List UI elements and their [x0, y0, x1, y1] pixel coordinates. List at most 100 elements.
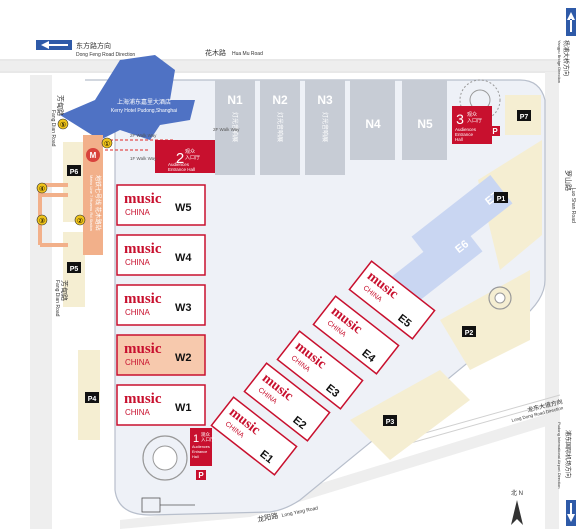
yangpu-direction: 杨浦大桥方向 Yangpu Bridge Direction: [557, 8, 576, 83]
luo-shan-road: [545, 72, 559, 529]
east-halls: E7 E6 music CHINA E5 music CHINA E4 musi…: [210, 175, 513, 476]
hall-w5-label: W5: [175, 202, 192, 214]
hall-n2[interactable]: [260, 80, 300, 175]
parking-labels: P1 P2 P3 P4 P5 P6 P7: [67, 110, 531, 426]
hall-w5-music: music: [124, 191, 162, 207]
svg-text:P: P: [492, 127, 498, 136]
roundabout-east: [488, 286, 512, 310]
entrance-hall-1[interactable]: 1 观众 入口厅 Audiences Entrance Hall: [190, 428, 215, 466]
dongfang-direction: 东方路方向 Dong Feng Road Direction: [36, 40, 135, 58]
hall-n3-label: N3: [317, 93, 333, 107]
road-west-en-top: Fang Dian Road: [50, 110, 56, 147]
hall-n1-sub: 灯光音响展: [231, 112, 239, 142]
hall-w1-china: CHINA: [125, 408, 151, 417]
hall-e3[interactable]: music CHINA E3: [276, 330, 364, 410]
dongfang-cn: 东方路方向: [76, 41, 111, 50]
entrance-1-number: 1: [193, 433, 199, 445]
entrance-hall-2[interactable]: 2 观众 入口厅 Audiences Entrance Hall: [155, 140, 215, 173]
parking-icon-entrance-1: P: [196, 470, 206, 480]
hotel-name-cn: 上海浦东嘉里大酒店: [117, 98, 171, 106]
yangpu-cn: 杨浦大桥方向: [562, 40, 570, 76]
entrance-1-cn2: 入口厅: [201, 437, 215, 443]
parking-p7[interactable]: P7: [520, 114, 529, 121]
entrance-1-cn1: 观众: [201, 432, 210, 438]
parking-p1[interactable]: P1: [497, 196, 506, 203]
long-yang-road: [120, 410, 560, 529]
parking-p4[interactable]: P4: [88, 396, 97, 403]
hall-w4-music: music: [124, 241, 162, 257]
entrance-1-en1: Audiences: [192, 445, 210, 449]
parking-p2[interactable]: P2: [465, 330, 474, 337]
hall-e1[interactable]: music CHINA E1: [210, 396, 298, 476]
hall-w2[interactable]: [116, 334, 206, 376]
hall-w2-music: music: [124, 341, 162, 357]
hall-w5[interactable]: [116, 184, 206, 226]
hall-w4[interactable]: [116, 234, 206, 276]
road-west-en-bottom: Fang Dian Road: [54, 280, 60, 317]
hall-n1[interactable]: [215, 80, 255, 175]
kerry-hotel-building: [60, 55, 195, 140]
exit-2[interactable]: ②: [77, 217, 83, 225]
exit-3[interactable]: ③: [39, 217, 45, 225]
hall-n2-label: N2: [272, 93, 288, 107]
hall-n4[interactable]: [350, 80, 395, 160]
hall-w3-label: W3: [175, 302, 192, 314]
metro-label-en: Metro Line 7 Huamu Rd Station: [89, 175, 94, 231]
hall-n3[interactable]: [305, 80, 345, 175]
hall-e5[interactable]: music CHINA E5: [348, 260, 436, 340]
entrance-2-en1: Audiences: [168, 162, 190, 167]
road-east-cn: 罗山路: [564, 170, 573, 191]
svg-text:P: P: [198, 471, 204, 480]
entrance-3-en1: Audiences: [455, 127, 477, 132]
parking-p6[interactable]: P6: [70, 169, 79, 176]
parking-p5[interactable]: P5: [70, 266, 79, 273]
entrance-3-en2: Entrance: [455, 132, 474, 137]
metro-station-strip: [83, 135, 103, 255]
exit-markers: ① ② ③ ④ ⑤: [36, 118, 113, 226]
yangpu-en: Yangpu Bridge Direction: [557, 40, 562, 83]
hall-w4-label: W4: [175, 252, 192, 264]
hall-w3-china: CHINA: [125, 308, 151, 317]
west-halls: music CHINA W5 music CHINA W4 music CHIN…: [116, 184, 206, 426]
hall-n1-label: N1: [227, 93, 243, 107]
hall-w3[interactable]: [116, 284, 206, 326]
exit-1[interactable]: ①: [104, 140, 110, 148]
hall-w1[interactable]: [116, 384, 206, 426]
hall-n5[interactable]: [402, 80, 447, 160]
roundabout-south-center: [152, 445, 178, 471]
road-east-en: Luo Shan Road: [570, 188, 576, 223]
entrance-2-cn1: 观众: [185, 149, 195, 155]
parking-zone-p6: [63, 142, 85, 222]
parking-p3[interactable]: P3: [386, 419, 395, 426]
hall-e4[interactable]: music CHINA E4: [312, 295, 400, 375]
hall-n2-sub: 灯光音响展: [276, 112, 284, 142]
hall-n4-label: N4: [365, 117, 381, 131]
entrance-1-en2: Entrance: [192, 450, 207, 454]
entrance-3-cn2: 入口厅: [467, 118, 482, 124]
hall-e2[interactable]: music CHINA E2: [243, 362, 331, 442]
entrance-1-en3: Hall: [192, 455, 199, 459]
exit-5[interactable]: ⑤: [60, 121, 66, 129]
road-north-en: Hua Mu Road: [232, 51, 263, 57]
airport-en: Pudong International Airport Direction: [557, 422, 562, 488]
road-west-cn-top: 芳甸路: [56, 95, 65, 116]
walkway-label-c: 1F Walk Way: [130, 156, 157, 161]
hall-n5-label: N5: [417, 117, 433, 131]
metro-icon: [86, 148, 100, 162]
entrance-2-number: 2: [176, 150, 184, 167]
hall-w5-china: CHINA: [125, 208, 151, 217]
hua-mu-road: [0, 61, 560, 71]
entrance-2-en2: Entrance Hall: [168, 167, 195, 172]
entrance-hall-3[interactable]: 3 观众 入口厅 Audiences Entrance Hall: [452, 106, 492, 144]
road-north-cn: 花木路: [205, 48, 226, 57]
entrance-3-cn1: 观众: [467, 112, 477, 118]
exit-4[interactable]: ④: [39, 185, 45, 193]
hall-w3-music: music: [124, 291, 162, 307]
entrance-3-number: 3: [456, 111, 464, 127]
roundabout-east-center: [494, 292, 506, 304]
fang-dian-road: [30, 75, 52, 529]
hall-w4-china: CHINA: [125, 258, 151, 267]
walkway-label-a: 2F Walk Way: [130, 133, 157, 138]
hotel-name-en: Kerry Hotel Pudong,Shanghai: [111, 108, 177, 114]
